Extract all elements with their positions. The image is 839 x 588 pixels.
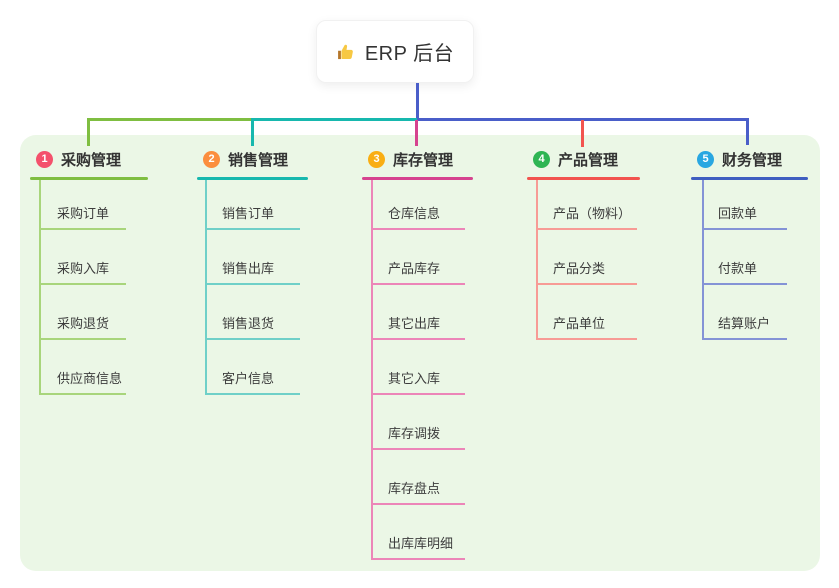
child-item-label: 销售退货 bbox=[222, 316, 275, 331]
child-item-underline bbox=[39, 338, 126, 340]
child-item-label: 回款单 bbox=[718, 206, 758, 221]
drop-line-purchase bbox=[87, 118, 90, 146]
branch-underline bbox=[527, 177, 640, 180]
branch-child-spine bbox=[205, 180, 207, 395]
child-item-underline bbox=[536, 283, 637, 285]
drop-line-finance bbox=[746, 120, 749, 145]
branch-title-row-purchase: 1 采购管理 bbox=[36, 148, 121, 170]
child-item-underline bbox=[702, 283, 787, 285]
drop-line-inventory bbox=[415, 120, 418, 146]
child-item-underline bbox=[205, 283, 300, 285]
child-item-underline bbox=[205, 338, 300, 340]
child-item-label: 库存盘点 bbox=[388, 481, 441, 496]
root-node: ERP 后台 bbox=[316, 20, 474, 83]
branch-group-panel bbox=[20, 135, 820, 571]
branch-title-row-sales: 2 销售管理 bbox=[203, 148, 288, 170]
child-item-underline bbox=[205, 393, 300, 395]
child-item-underline bbox=[536, 228, 637, 230]
child-item-label: 付款单 bbox=[718, 261, 758, 276]
child-item-underline bbox=[371, 228, 465, 230]
child-item-underline bbox=[205, 228, 300, 230]
child-item-label: 采购入库 bbox=[57, 261, 110, 276]
child-item-underline bbox=[702, 228, 787, 230]
branch-underline bbox=[30, 177, 148, 180]
child-item-label: 出库库明细 bbox=[388, 536, 454, 551]
child-item-underline bbox=[536, 338, 637, 340]
root-stem-line bbox=[416, 83, 419, 120]
branch-title: 产品管理 bbox=[558, 151, 619, 169]
child-item-label: 其它出库 bbox=[388, 316, 441, 331]
branch-child-spine bbox=[702, 180, 704, 340]
child-item-underline bbox=[371, 448, 465, 450]
child-item-label: 产品分类 bbox=[553, 261, 606, 276]
child-item-label: 销售订单 bbox=[222, 206, 275, 221]
child-item-underline bbox=[371, 283, 465, 285]
bus-line-mid-teal bbox=[252, 118, 417, 121]
child-item-label: 产品单位 bbox=[553, 316, 606, 331]
thumbs-up-icon bbox=[336, 42, 356, 62]
child-item-underline bbox=[39, 393, 126, 395]
child-item-label: 客户信息 bbox=[222, 371, 275, 386]
child-item-label: 其它入库 bbox=[388, 371, 441, 386]
child-item-label: 采购订单 bbox=[57, 206, 110, 221]
branch-number-badge: 1 bbox=[36, 150, 53, 168]
child-item-underline bbox=[39, 228, 126, 230]
branch-underline bbox=[691, 177, 808, 180]
child-item-underline bbox=[702, 338, 787, 340]
child-item-label: 库存调拨 bbox=[388, 426, 441, 441]
child-item-underline bbox=[371, 558, 465, 560]
child-item-label: 销售出库 bbox=[222, 261, 275, 276]
child-item-label: 产品（物料） bbox=[553, 206, 632, 221]
root-label: ERP 后台 bbox=[364, 43, 455, 65]
child-item-underline bbox=[39, 283, 126, 285]
branch-title-row-finance: 5 财务管理 bbox=[697, 148, 782, 170]
child-item-underline bbox=[371, 393, 465, 395]
branch-title: 采购管理 bbox=[61, 151, 122, 169]
branch-number-badge: 2 bbox=[203, 150, 220, 168]
branch-title-row-inventory: 3 库存管理 bbox=[368, 148, 453, 170]
branch-number-badge: 5 bbox=[697, 150, 714, 168]
branch-number-badge: 4 bbox=[533, 150, 550, 168]
child-item-label: 结算账户 bbox=[718, 316, 771, 331]
child-item-label: 产品库存 bbox=[388, 261, 441, 276]
branch-title: 销售管理 bbox=[228, 151, 289, 169]
branch-child-spine bbox=[39, 180, 41, 395]
drop-line-sales bbox=[251, 118, 254, 146]
bus-line-left-green bbox=[87, 118, 253, 121]
child-item-label: 采购退货 bbox=[57, 316, 110, 331]
bus-line-right-blue bbox=[417, 118, 749, 121]
branch-child-spine bbox=[536, 180, 538, 340]
branch-underline bbox=[362, 177, 473, 180]
branch-child-spine bbox=[371, 180, 373, 560]
child-item-label: 仓库信息 bbox=[388, 206, 441, 221]
branch-title-row-product: 4 产品管理 bbox=[533, 148, 618, 170]
child-item-label: 供应商信息 bbox=[57, 371, 123, 386]
branch-title: 库存管理 bbox=[393, 151, 454, 169]
branch-number-badge: 3 bbox=[368, 150, 385, 168]
drop-line-product bbox=[581, 120, 584, 147]
branch-underline bbox=[197, 177, 308, 180]
child-item-underline bbox=[371, 338, 465, 340]
child-item-underline bbox=[371, 503, 465, 505]
branch-title: 财务管理 bbox=[722, 151, 783, 169]
